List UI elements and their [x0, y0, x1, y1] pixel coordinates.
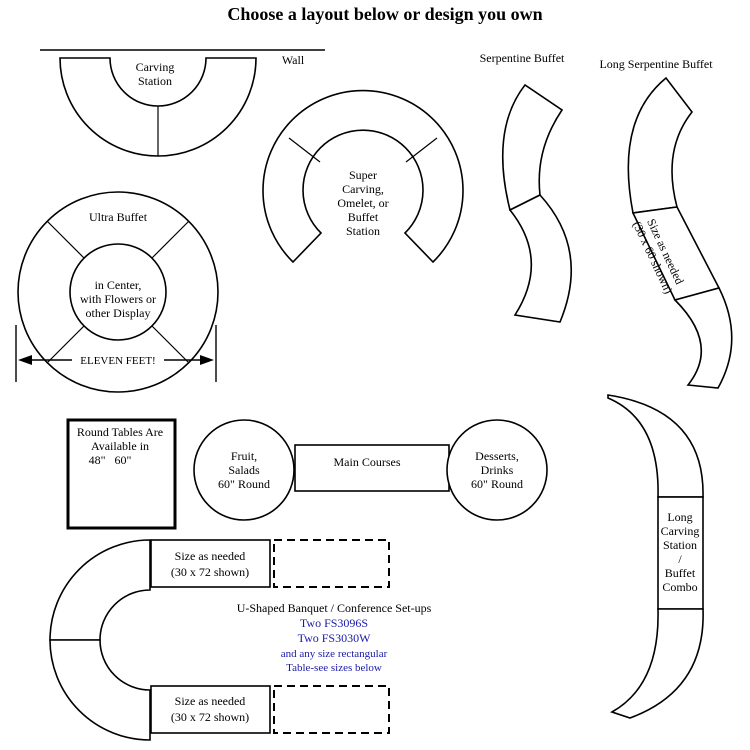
long-carving-label-6: Combo	[662, 580, 697, 594]
super-carving-ring	[262, 89, 464, 264]
round-tables-box	[66, 418, 177, 530]
u-shape-upper-curve	[49, 539, 151, 641]
main-courses-label: Main Courses	[334, 455, 401, 469]
u-shape-lower-curve	[49, 639, 151, 741]
serpentine-lower-segment	[508, 194, 573, 323]
long-serpentine-lower	[673, 287, 733, 389]
dim-arrow-left-icon	[18, 355, 32, 365]
desserts-label-3: 60" Round	[471, 477, 523, 491]
fruit-label-2: Salads	[228, 463, 260, 477]
round-tables-line-3: 48" 60"	[89, 453, 132, 467]
serpentine-buffet: Serpentine Buffet	[480, 51, 573, 323]
ultra-divider-nw	[46, 220, 85, 259]
long-serpentine-upper	[627, 76, 694, 214]
ultra-title: Ultra Buffet	[89, 210, 148, 224]
u-shaped-banquet: Size as needed (30 x 72 shown) Size as n…	[49, 539, 432, 741]
long-carving-label-5: Buffet	[665, 566, 696, 580]
u-bottom-size-2: (30 x 72 shown)	[171, 710, 249, 724]
u-bottom-size-1: Size as needed	[175, 694, 246, 708]
fruit-label-1: Fruit,	[231, 449, 257, 463]
round-tables-note: Round Tables Are Available in 48" 60"	[66, 418, 177, 530]
desserts-label-2: Drinks	[481, 463, 514, 477]
dim-label-bg	[72, 352, 164, 368]
u-shape-bottom-optional-table	[273, 685, 390, 734]
long-carving-label-1: Long	[667, 510, 692, 524]
u-shape-bottom-table	[150, 685, 271, 734]
super-carving-label-5: Station	[346, 224, 380, 238]
super-carving-divider-right	[405, 137, 438, 163]
page-title: Choose a layout below or design you own	[227, 4, 542, 24]
long-serpentine-buffet: Long Serpentine Buffet Size as needed (3…	[599, 57, 733, 389]
round-tables-line-2: Available in	[91, 439, 149, 453]
ultra-center-3: other Display	[86, 306, 151, 320]
fruit-label-3: 60" Round	[218, 477, 270, 491]
u-shape-line-1: Two FS3096S	[300, 616, 368, 630]
u-shape-top-table	[150, 539, 271, 588]
long-carving-lower-curve	[610, 608, 704, 719]
ultra-center-1: in Center,	[95, 278, 142, 292]
ultra-center-2: with Flowers or	[80, 292, 156, 306]
super-carving-station: Super Carving, Omelet, or Buffet Station	[262, 89, 464, 264]
super-carving-label-3: Omelet, or	[337, 196, 388, 210]
long-carving-label-4: /	[678, 552, 682, 566]
super-carving-label-4: Buffet	[348, 210, 379, 224]
u-shape-title: U-Shaped Banquet / Conference Set-ups	[237, 601, 432, 615]
fruit-round-table	[193, 419, 295, 521]
desserts-label-1: Desserts,	[475, 449, 519, 463]
u-shape-top-optional-table	[273, 539, 390, 588]
ultra-buffet: Ultra Buffet in Center, with Flowers or …	[15, 191, 219, 393]
u-top-size-1: Size as needed	[175, 549, 246, 563]
carving-station: Carving Station Wall	[40, 49, 325, 157]
u-top-size-2: (30 x 72 shown)	[171, 565, 249, 579]
serpentine-upper-segment	[501, 83, 564, 212]
desserts-round-table	[446, 419, 548, 521]
round-tables-line-1: Round Tables Are	[77, 425, 163, 439]
dim-arrow-right-icon	[200, 355, 214, 365]
super-carving-label-1: Super	[349, 168, 377, 182]
carving-label-1: Carving	[136, 60, 175, 74]
long-carving-label-3: Station	[663, 538, 697, 552]
ultra-divider-ne	[151, 220, 190, 259]
wall-label: Wall	[282, 53, 305, 67]
long-serpentine-label: Long Serpentine Buffet	[599, 57, 713, 71]
long-carving-label-2: Carving	[661, 524, 700, 538]
dim-label: ELEVEN FEET!	[80, 355, 155, 367]
ultra-inner-circle	[69, 243, 167, 341]
serpentine-label: Serpentine Buffet	[480, 51, 565, 65]
super-carving-divider-left	[288, 137, 321, 163]
ultra-divider-se	[151, 325, 190, 364]
carving-label-2: Station	[138, 74, 172, 88]
long-carving-upper-curve	[607, 394, 704, 498]
buffet-row: Fruit, Salads 60" Round Main Courses Des…	[193, 419, 548, 521]
long-carving-table	[657, 496, 704, 610]
super-carving-label-2: Carving,	[342, 182, 384, 196]
u-shape-line-3: and any size rectangular	[281, 648, 388, 660]
long-carving-combo: Long Carving Station / Buffet Combo	[607, 394, 704, 719]
ultra-divider-sw	[46, 325, 85, 364]
u-shape-line-2: Two FS3030W	[298, 631, 372, 645]
u-shape-line-4: Table-see sizes below	[286, 662, 382, 674]
